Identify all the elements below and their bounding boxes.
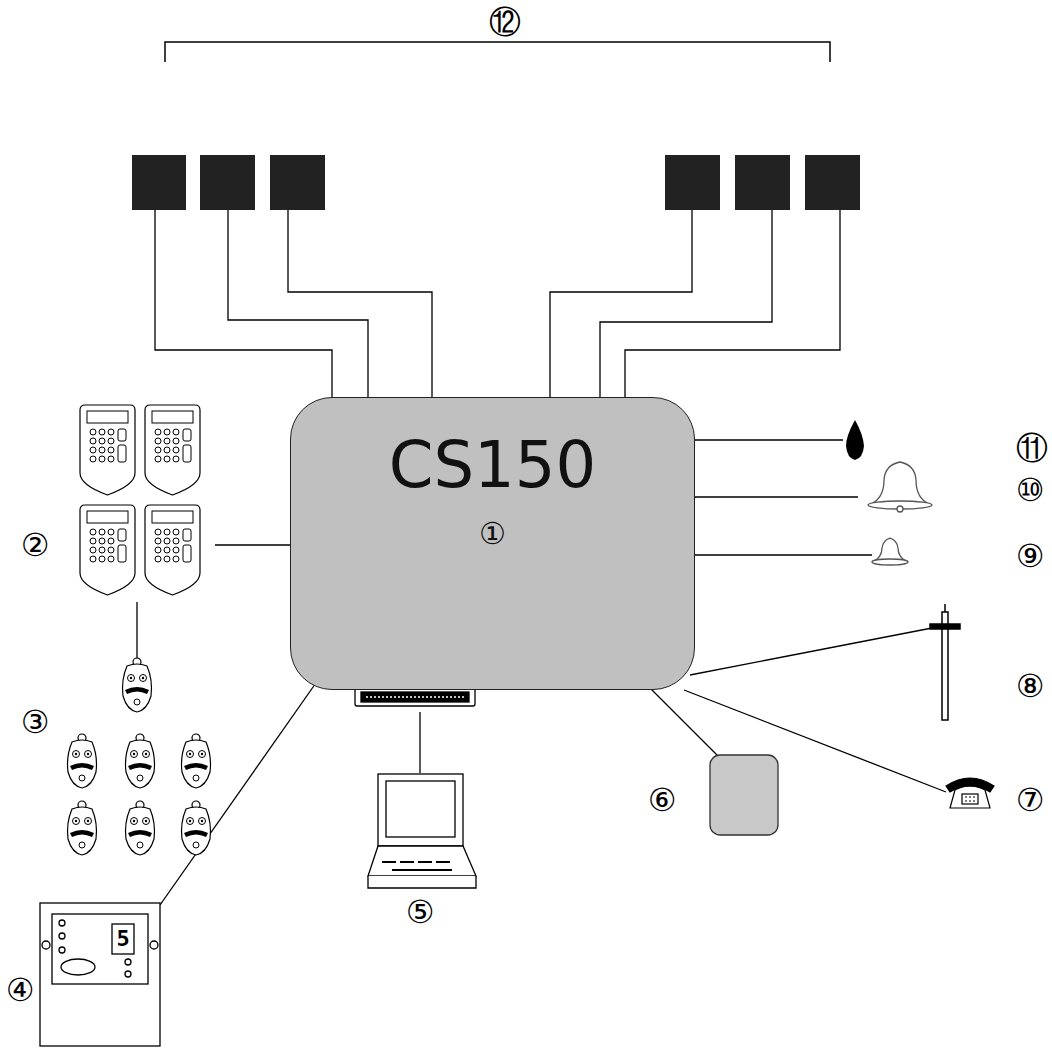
controller-box: CS150 ① [290, 397, 695, 690]
buzzer-bell [872, 538, 908, 565]
device-name: CS150 [291, 428, 694, 502]
callout-number: ④ [6, 974, 35, 1006]
callout-number: ⑪ [1016, 432, 1048, 464]
callout-number: ⑧ [1016, 670, 1045, 702]
bracket [165, 42, 830, 62]
siren-bell [868, 462, 932, 512]
callout-number: ③ [21, 706, 50, 738]
antenna [930, 604, 960, 720]
callout-number: ⑦ [1016, 784, 1045, 816]
modules [132, 155, 860, 210]
control-panel [40, 903, 160, 1046]
key-fobs [68, 658, 211, 855]
callout-number: ⑫ [489, 6, 521, 38]
wires [137, 210, 946, 905]
callout-number: ⑥ [648, 784, 677, 816]
callout-number: ⑩ [1016, 474, 1045, 506]
callout-number: ② [21, 529, 50, 561]
callout-number: ⑤ [406, 896, 435, 928]
callout-number: ⑨ [1016, 540, 1045, 572]
display-digit: 5 [116, 928, 129, 950]
telephone [946, 778, 994, 808]
module-box [710, 755, 778, 835]
callout-number: ① [291, 516, 694, 551]
flame-symbol [846, 420, 864, 460]
computer [355, 688, 476, 888]
keypads [80, 405, 200, 595]
